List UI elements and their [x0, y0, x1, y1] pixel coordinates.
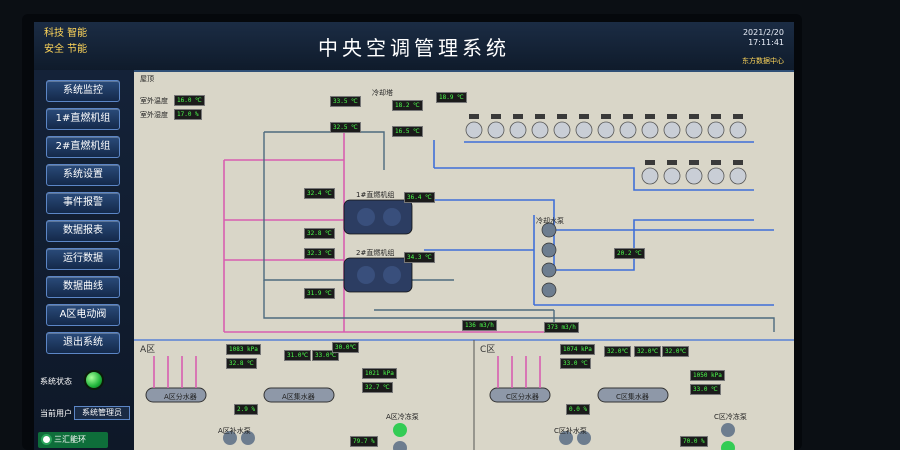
pump-group-label: 冷却水泵: [536, 217, 564, 225]
reading-c3: 32.0℃: [604, 346, 632, 357]
reading-r11: 31.9 ℃: [304, 288, 335, 299]
sidebar: 系统监控 1#直燃机组 2#直燃机组 系统设置 事件报警 数据报表 运行数据 数…: [34, 70, 134, 450]
nav-data-report[interactable]: 数据报表: [46, 220, 120, 242]
nav-event-alarm[interactable]: 事件报警: [46, 192, 120, 214]
reading-a5: 30.0℃: [332, 342, 360, 353]
cooling-tower-bank: [465, 114, 747, 185]
nav-data-curve[interactable]: 数据曲线: [46, 276, 120, 298]
reading-r3: 18.9 ℃: [436, 92, 467, 103]
reading-a1: 1083 kPa: [226, 344, 261, 355]
reading-a6: 1021 kPa: [362, 368, 397, 379]
date-text: 2021/2/20: [742, 28, 784, 37]
hvac-screen: 科技 智能 安全 节能 中央空调管理系统 2021/2/20 17:11:41 …: [34, 22, 794, 450]
nav-system-monitor[interactable]: 系统监控: [46, 80, 120, 102]
cooling-pumps: [541, 222, 557, 298]
reading-r4: 32.5 ℃: [330, 122, 361, 133]
pipeline-svg: [134, 114, 794, 450]
tower-label: 冷却塔: [372, 89, 393, 97]
reading-a8: 2.9 %: [234, 404, 259, 415]
roof-label: 屋顶: [140, 75, 154, 83]
reading-r5: 16.5 ℃: [392, 126, 423, 137]
reading-r13: 136 m3/h: [462, 320, 497, 331]
a-collector-label: A区集水器: [282, 393, 315, 401]
nav-system-settings[interactable]: 系统设置: [46, 164, 120, 186]
c-chilled-pump-label: C区冷冻泵: [714, 413, 747, 421]
current-user-value: 系统管理员: [74, 406, 130, 420]
nav-run-data[interactable]: 运行数据: [46, 248, 120, 270]
pipeline-diagram: 屋顶 室外温度 16.0 ℃ 室外湿度 17.0 % 冷却塔 33.5 ℃ 18…: [134, 70, 794, 450]
reading-a9: 79.7 %: [350, 436, 378, 447]
brand-line-1: 科技 智能: [44, 28, 88, 39]
reading-a4: 33.0℃: [312, 350, 340, 361]
reading-c9: 70.0 %: [680, 436, 708, 447]
chiller-units: [343, 199, 413, 293]
reading-c2: 33.0 ℃: [560, 358, 591, 369]
reading-r2: 18.2 ℃: [392, 100, 423, 111]
header-bar: 科技 智能 安全 节能 中央空调管理系统 2021/2/20 17:11:41 …: [34, 22, 794, 72]
datetime-display: 2021/2/20 17:11:41: [743, 28, 784, 48]
chiller-2-label: 2#直燃机组: [356, 249, 395, 257]
outdoor-temp-value: 16.0 ℃: [174, 95, 205, 106]
a-makeup-pump-label: A区补水泵: [218, 427, 251, 435]
reading-a7: 32.7 ℃: [362, 382, 393, 393]
reading-r12: 20.2 ℃: [614, 248, 645, 259]
nav-chiller-1[interactable]: 1#直燃机组: [46, 108, 120, 130]
region-c-label: C区: [480, 345, 496, 355]
c-collector-label: C区集水器: [616, 393, 649, 401]
company-name: 东方数据中心: [742, 57, 784, 65]
reading-a2: 32.8 ℃: [226, 358, 257, 369]
reading-c4: 32.0℃: [634, 346, 662, 357]
reading-c1: 1074 kPa: [560, 344, 595, 355]
outdoor-humidity-label: 室外湿度: [140, 111, 168, 119]
reading-r14: 373 m3/h: [544, 322, 579, 333]
nav-a-zone-valve[interactable]: A区电动阀: [46, 304, 120, 326]
region-a-label: A区: [140, 345, 156, 355]
reading-r10: 34.3 ℃: [404, 252, 435, 263]
reading-c7: 33.0 ℃: [690, 384, 721, 395]
brand-line-2: 安全 节能: [44, 44, 88, 55]
brand-slogan: 科技 智能 安全 节能: [44, 26, 87, 58]
a-chilled-pump-label: A区冷冻泵: [386, 413, 419, 421]
a-divider-label: A区分水器: [164, 393, 197, 401]
current-user-label: 当前用户: [40, 409, 72, 418]
reading-r7: 36.4 ℃: [404, 192, 435, 203]
blue-pipes: [424, 140, 774, 306]
time-text: 17:11:41: [748, 38, 784, 47]
c-divider-label: C区分水器: [506, 393, 539, 401]
system-status-indicator: [84, 370, 104, 390]
chiller-1-label: 1#直燃机组: [356, 191, 395, 199]
reading-a3: 31.0℃: [284, 350, 312, 361]
system-status-label: 系统状态: [40, 377, 72, 386]
outdoor-humidity-value: 17.0 %: [174, 109, 202, 120]
company-logo: 三汇能环: [38, 432, 108, 448]
pink-pipes: [223, 130, 554, 333]
a-zone-equipment: [145, 356, 407, 450]
reading-r1: 33.5 ℃: [330, 96, 361, 107]
reading-r6: 32.4 ℃: [304, 188, 335, 199]
reading-c5: 32.0℃: [662, 346, 690, 357]
reading-r8: 32.8 ℃: [304, 228, 335, 239]
page-title: 中央空调管理系统: [318, 36, 510, 60]
nav-exit-system[interactable]: 退出系统: [46, 332, 120, 354]
reading-c8: 0.0 %: [566, 404, 591, 415]
reading-r9: 32.3 ℃: [304, 248, 335, 259]
c-zone-equipment: [489, 356, 735, 450]
c-makeup-pump-label: C区补水泵: [554, 427, 587, 435]
nav-chiller-2[interactable]: 2#直燃机组: [46, 136, 120, 158]
outdoor-temp-label: 室外温度: [140, 97, 168, 105]
reading-c6: 1050 kPa: [690, 370, 725, 381]
